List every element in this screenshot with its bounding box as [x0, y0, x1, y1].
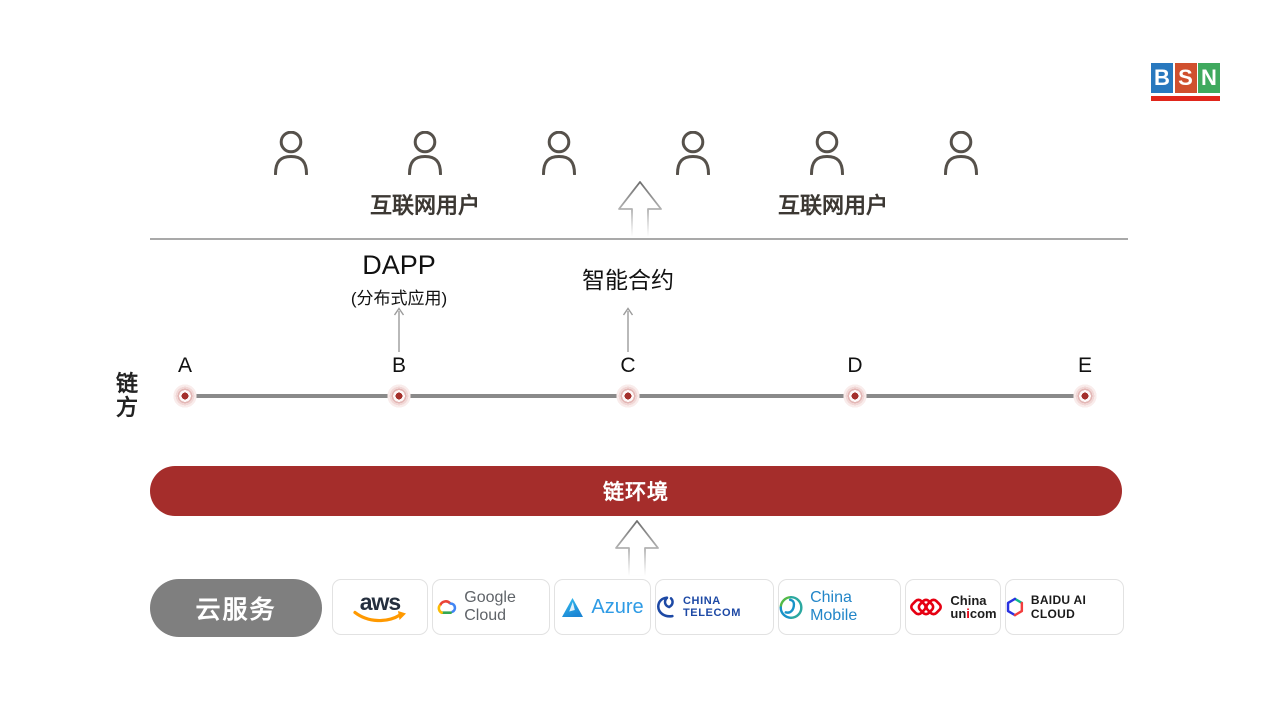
node-marker-e — [1072, 383, 1098, 409]
china-unicom-line2: unicom — [950, 607, 996, 620]
node-letter-e: E — [1077, 354, 1093, 377]
user-icon — [676, 131, 710, 175]
node-letter-d: D — [847, 354, 863, 377]
provider-card-google-cloud: Google Cloud — [432, 579, 550, 635]
bsn-logo-underline — [1151, 96, 1220, 101]
provider-card-china-mobile: China Mobile — [778, 579, 901, 635]
node-marker-a — [172, 383, 198, 409]
china-unicom-wordmark: China unicom — [950, 594, 996, 620]
baidu-ai-cloud-icon — [1006, 597, 1024, 617]
node-letter-b: B — [391, 354, 407, 377]
bsn-logo: B S N — [1151, 63, 1221, 101]
google-cloud-icon — [437, 600, 457, 615]
dapp-subtitle: (分布式应用) — [350, 289, 448, 308]
node-marker-d — [842, 383, 868, 409]
aws-smile-icon — [353, 610, 406, 623]
internet-users-label-left: 互联网用户 — [369, 193, 481, 218]
node-letter-a: A — [177, 354, 193, 377]
china-unicom-line1: China — [950, 593, 987, 608]
up-arrow-to-chain-env — [615, 520, 659, 577]
provider-card-aws: aws — [332, 579, 428, 635]
cloud-provider-cards: aws Google Cloud — [332, 579, 1124, 635]
aws-wordmark: aws — [359, 589, 401, 615]
user-icon — [944, 131, 978, 175]
arrow-b-to-dapp — [393, 307, 405, 352]
provider-card-azure: Azure — [554, 579, 651, 635]
provider-card-china-unicom: China unicom — [905, 579, 1001, 635]
china-telecom-icon — [656, 596, 674, 618]
google-cloud-wordmark: Google Cloud — [464, 589, 516, 624]
china-mobile-icon — [779, 595, 803, 619]
azure-icon — [562, 597, 584, 617]
china-mobile-wordmark: China Mobile — [810, 589, 858, 624]
bsn-logo-letter-n: N — [1198, 63, 1220, 93]
cloud-services-label: 云服务 — [195, 596, 277, 624]
bsn-logo-letter-s: S — [1174, 63, 1197, 93]
dapp-title: DAPP — [362, 250, 436, 280]
provider-card-china-telecom: CHINA TELECOM — [655, 579, 774, 635]
china-unicom-icon — [910, 598, 943, 616]
china-unicom-line2-i: i — [966, 606, 970, 621]
user-icon — [408, 131, 442, 175]
china-unicom-line2-un: un — [950, 606, 967, 621]
smart-contract-title: 智能合约 — [582, 267, 674, 293]
node-marker-c — [615, 383, 641, 409]
up-arrow-to-users — [618, 181, 662, 238]
user-icon — [810, 131, 844, 175]
node-letter-c: C — [620, 354, 636, 377]
china-telecom-wordmark: CHINA TELECOM — [682, 595, 741, 619]
chain-environment-label: 链环境 — [603, 481, 669, 504]
node-marker-b — [386, 383, 412, 409]
user-icon — [274, 131, 308, 175]
bsn-logo-letters: B S N — [1151, 63, 1221, 93]
chain-party-label: 链方 — [116, 371, 139, 420]
bsn-logo-letter-b: B — [1151, 63, 1173, 93]
arrow-c-to-contract — [622, 307, 634, 352]
cloud-services-pill: 云服务 — [150, 579, 322, 637]
azure-wordmark: Azure — [591, 595, 644, 618]
china-unicom-line2-com: com — [969, 606, 997, 621]
user-icon — [542, 131, 576, 175]
chain-environment-bar: 链环境 — [150, 466, 1122, 516]
internet-users-label-right: 互联网用户 — [777, 193, 889, 218]
divider-line — [150, 238, 1128, 240]
provider-card-baidu-ai-cloud: BAIDU AI CLOUD — [1005, 579, 1124, 635]
baidu-ai-cloud-wordmark: BAIDU AI CLOUD — [1030, 593, 1087, 621]
